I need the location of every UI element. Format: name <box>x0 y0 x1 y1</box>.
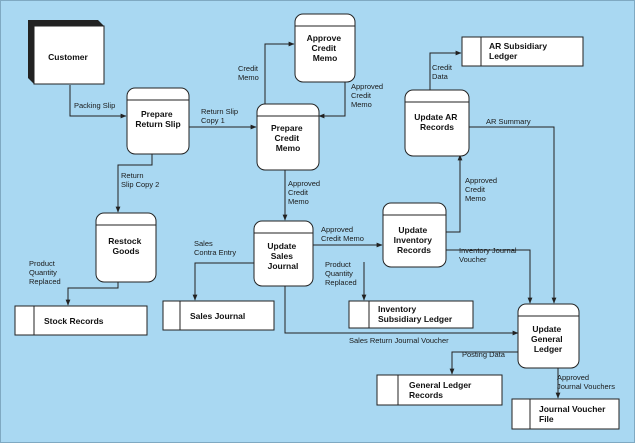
store-journal-voucher-file: Journal Voucher File <box>511 398 620 430</box>
store-general-ledger-records-label: General Ledger Records <box>409 380 474 400</box>
edge-return-slip-copy-2 <box>115 154 153 213</box>
process-update-ar-records-box <box>404 89 470 157</box>
process-prepare-return-slip-label: Prepare Return Slip <box>135 109 180 129</box>
process-update-general-ledger: Update General Ledger <box>517 303 580 369</box>
process-update-sales-journal: Update Sales Journal <box>253 220 314 287</box>
edge-approved-credit-memo-3 <box>446 154 463 233</box>
edge-sales-contra-entry <box>192 262 256 301</box>
process-update-sales-journal-box <box>253 220 314 287</box>
label-sales-contra-entry: Sales Contra Entry <box>194 239 236 257</box>
store-journal-voucher-file-label: Journal Voucher File <box>539 404 608 424</box>
label-return-slip-copy-2: Return Slip Copy 2 <box>121 171 159 189</box>
process-approve-credit-memo-label: Approve Credit Memo <box>307 33 344 63</box>
label-inventory-journal-voucher: Inventory Journal Voucher <box>459 246 519 264</box>
label-approved-credit-memo-4: Approved Credit Memo <box>321 225 364 243</box>
process-update-inventory-records: Update Inventory Records <box>382 202 447 268</box>
label-credit-data: Credit Data <box>432 63 454 81</box>
store-sales-journal-box <box>162 300 275 331</box>
process-restock-goods: Restock Goods <box>95 212 157 283</box>
store-general-ledger-records: General Ledger Records <box>376 374 503 406</box>
edge-sales-return-journal-voucher <box>284 286 519 336</box>
process-update-sales-journal-label: Update Sales Journal <box>267 241 298 271</box>
process-restock-goods-box <box>95 212 157 283</box>
store-stock-records-box <box>14 305 148 336</box>
store-ar-subsidiary-ledger-label: AR Subsidiary Ledger <box>489 41 549 61</box>
process-prepare-credit-memo-box <box>256 103 320 171</box>
process-update-general-ledger-label: Update General Ledger <box>531 324 565 354</box>
store-inventory-subsidiary-ledger-box <box>348 300 474 329</box>
label-product-quantity-replaced-2: Product Quantity Replaced <box>325 260 357 287</box>
label-credit-memo: Credit Memo <box>238 64 260 82</box>
process-prepare-credit-memo: Prepare Credit Memo <box>256 103 320 171</box>
process-approve-credit-memo-box <box>294 13 356 83</box>
process-update-general-ledger-box <box>517 303 580 369</box>
label-approved-credit-memo-2: Approved Credit Memo <box>288 179 322 206</box>
label-return-slip-copy-1: Return Slip Copy 1 <box>201 107 240 125</box>
process-update-inventory-records-label: Update Inventory Records <box>394 225 435 255</box>
edge-posting-data <box>449 351 518 375</box>
label-product-quantity-replaced-1: Product Quantity Replaced <box>29 259 61 286</box>
label-approved-credit-memo-3: Approved Credit Memo <box>465 176 499 203</box>
edge-ar-summary <box>469 126 557 304</box>
store-sales-journal-label: Sales Journal <box>190 311 245 321</box>
store-inventory-subsidiary-ledger-label: Inventory Subsidiary Ledger <box>378 304 453 324</box>
edge-approved-credit-memo-1 <box>318 82 346 119</box>
edge-credit-memo <box>264 41 295 104</box>
process-prepare-return-slip-box <box>126 87 190 155</box>
edge-product-quantity-replaced-1 <box>65 282 119 306</box>
process-prepare-return-slip: Prepare Return Slip <box>126 87 190 155</box>
process-update-ar-records: Update AR Records <box>404 89 470 157</box>
label-approved-journal-vouchers: Approved Journal Vouchers <box>557 373 615 391</box>
flow-labels: Packing Slip Return Slip Copy 1 Return S… <box>29 63 615 391</box>
process-approve-credit-memo: Approve Credit Memo <box>294 13 356 83</box>
label-sales-return-journal-voucher: Sales Return Journal Voucher <box>349 336 449 345</box>
store-inventory-subsidiary-ledger: Inventory Subsidiary Ledger <box>348 300 474 329</box>
process-update-inventory-records-box <box>382 202 447 268</box>
process-prepare-credit-memo-label: Prepare Credit Memo <box>271 123 305 153</box>
flow-edges <box>65 41 561 399</box>
entity-customer-box <box>33 25 105 85</box>
label-posting-data: Posting Data <box>462 350 506 359</box>
label-approved-credit-memo-1: Approved Credit Memo <box>351 82 385 109</box>
store-ar-subsidiary-ledger: AR Subsidiary Ledger <box>461 36 584 67</box>
store-ar-subsidiary-ledger-box <box>461 36 584 67</box>
label-packing-slip: Packing Slip <box>74 101 115 110</box>
store-stock-records: Stock Records <box>14 305 148 336</box>
process-restock-goods-label: Restock Goods <box>108 236 143 256</box>
entity-customer-label: Customer <box>48 52 88 62</box>
process-update-ar-records-label: Update AR Records <box>414 112 460 132</box>
store-stock-records-label: Stock Records <box>44 316 104 326</box>
edge-inventory-journal-voucher <box>446 249 533 304</box>
store-sales-journal: Sales Journal <box>162 300 275 331</box>
edge-credit-data <box>429 50 462 90</box>
label-ar-summary: AR Summary <box>486 117 531 126</box>
edge-packing-slip <box>69 85 127 119</box>
entity-customer: Customer <box>28 20 105 85</box>
